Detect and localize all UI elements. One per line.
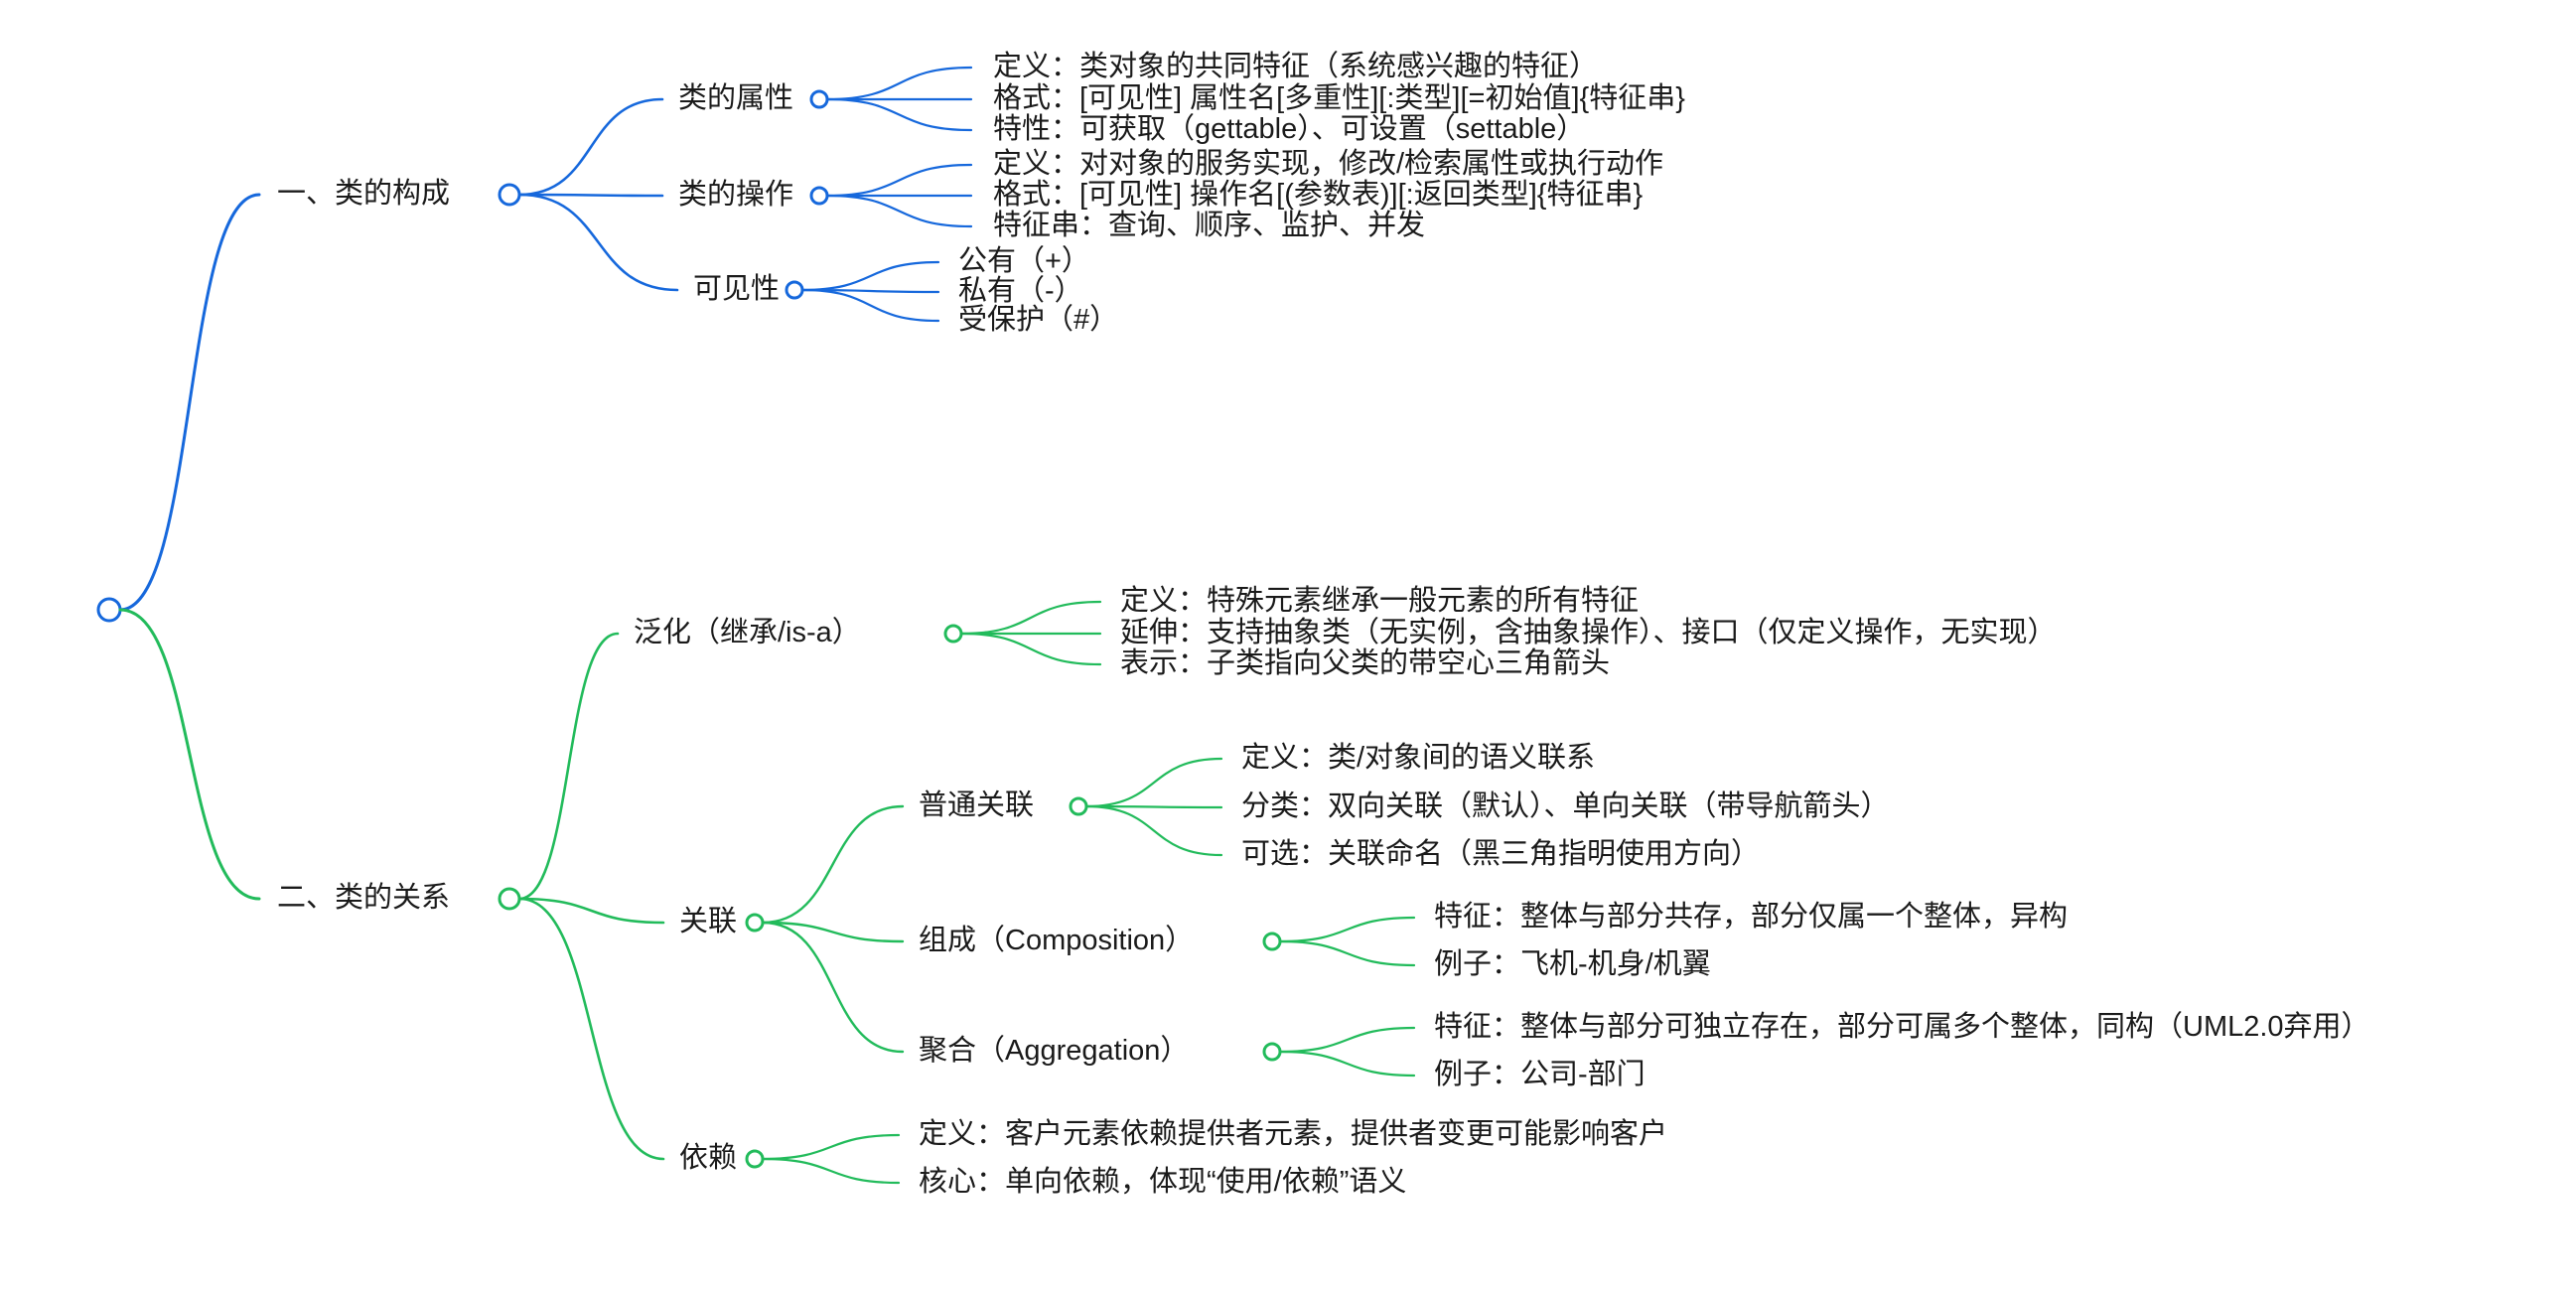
- mindmap-edge: [517, 897, 665, 925]
- mindmap-child-node[interactable]: [745, 1149, 765, 1169]
- mindmap-edge: [1278, 916, 1416, 943]
- mindmap-leaf-label[interactable]: 可选：关联命名（黑三角指明使用方向）: [1241, 838, 1761, 870]
- mindmap-subchild-label[interactable]: 组成（Composition）: [919, 925, 1195, 956]
- mindmap-leaf-label[interactable]: 特征串：查询、顺序、监护、并发: [993, 210, 1426, 241]
- mindmap-subchild-label[interactable]: 聚合（Aggregation）: [919, 1035, 1190, 1067]
- mindmap-branch-label[interactable]: 一、类的构成: [277, 178, 451, 210]
- mindmap-subchild-node[interactable]: [1069, 796, 1088, 816]
- mindmap-edge: [825, 194, 973, 228]
- mindmap-leaf-label[interactable]: 分类：双向关联（默认）、单向关联（带导航箭头）: [1241, 790, 1890, 822]
- mindmap-leaf-label[interactable]: 特征：整体与部分共存，部分仅属一个整体，异构: [1434, 901, 2069, 933]
- mindmap-subchild-node[interactable]: [1262, 932, 1282, 951]
- mindmap-child-label[interactable]: 泛化（继承/is-a）: [634, 617, 861, 648]
- mindmap-branch-node[interactable]: [498, 183, 521, 207]
- mindmap-edge: [1278, 1026, 1416, 1054]
- mindmap-edge: [761, 921, 905, 1054]
- mindmap-edge: [517, 897, 665, 1161]
- mindmap-branch-label[interactable]: 二、类的关系: [277, 882, 451, 914]
- mindmap-edge: [517, 97, 664, 197]
- mindmap-edge: [118, 608, 261, 901]
- mindmap-edge: [118, 193, 261, 612]
- mindmap-edge: [800, 260, 940, 292]
- mindmap-edge: [761, 804, 905, 925]
- mindmap-leaf-label[interactable]: 定义：类对象的共同特征（系统感兴趣的特征）: [993, 51, 1599, 82]
- mindmap-leaf-label[interactable]: 特性：可获取（gettable）、可设置（settable）: [993, 113, 1586, 145]
- mindmap-leaf-label[interactable]: 定义：客户元素依赖提供者元素，提供者变更可能影响客户: [919, 1118, 1668, 1150]
- mindmap-child-label[interactable]: 依赖: [679, 1142, 738, 1174]
- mindmap-leaf-label[interactable]: 定义：对对象的服务实现，修改/检索属性或执行动作: [993, 148, 1664, 180]
- mindmap-leaf-label[interactable]: 受保护（#）: [958, 304, 1119, 336]
- mindmap-root-node[interactable]: [96, 597, 122, 623]
- mindmap-edge: [1084, 804, 1223, 857]
- mindmap-edge: [825, 97, 973, 132]
- mindmap-edge: [1278, 1050, 1416, 1078]
- mindmap-edge: [1278, 939, 1416, 967]
- mindmap-leaf-label[interactable]: 表示：子类指向父类的带空心三角箭头: [1120, 647, 1611, 679]
- mindmap-subchild-label[interactable]: 普通关联: [919, 790, 1035, 821]
- mindmap-edge: [761, 921, 905, 943]
- mindmap-leaf-label[interactable]: 格式：[可见性] 操作名[(参数表)][:返回类型]{特征串}: [993, 179, 1644, 211]
- mindmap-leaf-label[interactable]: 定义：特殊元素继承一般元素的所有特征: [1120, 585, 1640, 617]
- mindmap-leaf-label[interactable]: 格式：[可见性] 属性名[多重性][:类型][=初始值]{特征串}: [993, 82, 1685, 114]
- mindmap-child-node[interactable]: [785, 280, 804, 300]
- mindmap-leaf-label[interactable]: 延伸：支持抽象类（无实例，含抽象操作）、接口（仅定义操作，无实现）: [1120, 617, 2057, 648]
- mindmap-child-label[interactable]: 类的属性: [678, 82, 794, 114]
- mindmap-edge: [517, 632, 620, 901]
- mindmap-child-label[interactable]: 类的操作: [678, 179, 794, 211]
- mindmap-leaf-label[interactable]: 公有（+）: [958, 245, 1090, 277]
- mindmap-child-node[interactable]: [809, 186, 829, 206]
- mindmap-edge: [761, 1157, 901, 1185]
- mindmap-edge: [959, 632, 1102, 666]
- mindmap-child-label[interactable]: 关联: [679, 906, 738, 937]
- mindmap-edge: [517, 193, 664, 198]
- mindmap-edge: [517, 193, 679, 292]
- mindmap-subchild-node[interactable]: [1262, 1042, 1282, 1062]
- mindmap-leaf-label[interactable]: 特征：整体与部分可独立存在，部分可属多个整体，同构（UML2.0弃用）: [1434, 1011, 2370, 1043]
- mindmap-edge: [1084, 804, 1223, 809]
- mindmap-leaf-label[interactable]: 例子：公司-部门: [1434, 1059, 1646, 1090]
- mindmap-edge: [761, 1133, 901, 1161]
- mindmap-child-node[interactable]: [745, 913, 765, 933]
- mindmap-child-node[interactable]: [943, 624, 963, 644]
- mindmap-child-node[interactable]: [809, 89, 829, 109]
- mindmap-child-label[interactable]: 可见性: [693, 273, 781, 305]
- mindmap-leaf-label[interactable]: 核心：单向依赖，体现“使用/依赖”语义: [919, 1166, 1407, 1198]
- mindmap-branch-node[interactable]: [498, 887, 521, 911]
- mindmap-leaf-label[interactable]: 例子：飞机-机身/机翼: [1434, 948, 1711, 980]
- mindmap-edge: [800, 288, 940, 323]
- mindmap-edge: [825, 163, 973, 198]
- mindmap-edge: [825, 66, 973, 101]
- mindmap-leaf-label[interactable]: 私有（-）: [958, 275, 1083, 307]
- mindmap-edge: [959, 600, 1102, 636]
- mindmap-edge: [1084, 757, 1223, 808]
- mindmap-leaf-label[interactable]: 定义：类/对象间的语义联系: [1241, 742, 1596, 774]
